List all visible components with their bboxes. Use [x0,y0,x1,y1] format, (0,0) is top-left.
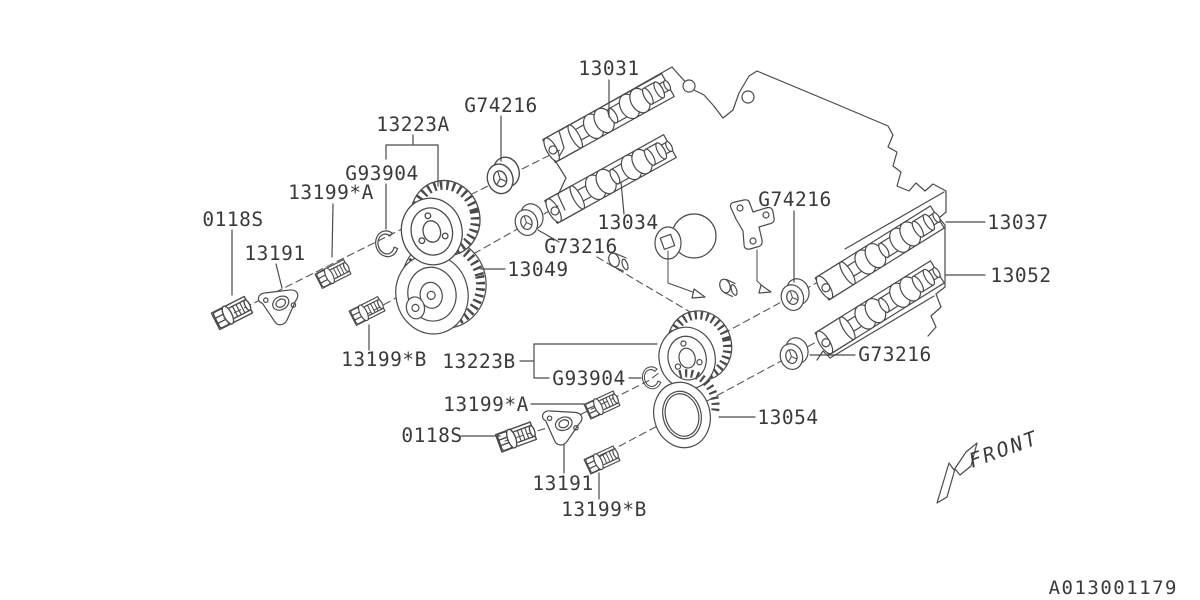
part-label-13191-bottom: 13191 [532,472,593,495]
part-label-13199a-top: 13199*A [288,181,374,204]
document-code: A013001179 [1049,577,1178,599]
tensioner-plug-part [654,213,717,260]
part-label-13199b-left: 13199*B [341,348,427,371]
part-label-13191-top: 13191 [244,242,305,265]
cam-carrier-plate-bottom-edge [829,295,935,359]
part-label-g93904-bottom: G93904 [552,367,625,390]
part-label-13052: 13052 [990,264,1051,287]
flange-bolt-0118s-top [210,294,255,331]
part-label-0118s-top: 0118S [202,208,263,231]
camshaft-13031 [540,72,677,164]
gear-13049 [395,237,487,335]
part-label-g93904-top: G93904 [345,162,418,185]
cam-sprocket-13223b [649,304,740,395]
part-label-13031: 13031 [578,57,639,80]
oil-seal-g73216-bottom [775,334,814,373]
part-label-g74216-top: G74216 [464,94,537,117]
part-label-0118s-bottom: 0118S [401,424,462,447]
support-plate-13191-bottom [540,399,590,449]
bolt-13199b-left [348,295,387,327]
flange-bolt-0118s-bottom [494,420,539,454]
front-label: FRONT [966,425,1043,472]
part-label-13223a: 13223A [376,113,449,136]
engine-block-outline [555,66,947,361]
camshaft-13037 [812,204,947,302]
bolt-13199a-bottom [583,389,622,421]
cam-pulley-13054 [653,369,720,449]
part-number-labels: 13031 G74216 13223A G93904 13199*A 0118S… [202,57,1051,521]
cam-carrier-plate-top-edge [844,191,945,250]
part-label-g74216-right: G74216 [758,188,831,211]
part-label-13034: 13034 [597,211,658,234]
front-direction-indicator: FRONT [936,425,1043,504]
part-label-13049: 13049 [507,258,568,281]
label-leader-lines [231,79,986,500]
front-arrow-icon [936,442,978,504]
part-label-g73216-bottom: G73216 [858,343,931,366]
part-label-13054: 13054 [757,406,818,429]
snap-ring-g93904-bottom [639,364,663,392]
small-pin-parts [608,252,738,298]
part-label-g73216-top: G73216 [544,235,617,258]
part-label-13037: 13037 [987,211,1048,234]
block-boss-hole [682,79,696,93]
rocker-bracket-part [729,199,775,250]
block-boss-hole [741,90,755,104]
part-label-13199b-bottom: 13199*B [561,498,647,521]
part-label-13199a-bottom: 13199*A [443,393,529,416]
bolt-13199b-bottom [583,444,622,476]
snap-ring-g93904-top [372,228,400,260]
oil-seal-g74216-top [481,153,526,198]
pointer-brackets [667,249,772,299]
oil-seal-g74216-right [776,275,815,314]
camshaft-13052 [812,259,947,357]
part-label-13223b: 13223B [442,350,515,373]
